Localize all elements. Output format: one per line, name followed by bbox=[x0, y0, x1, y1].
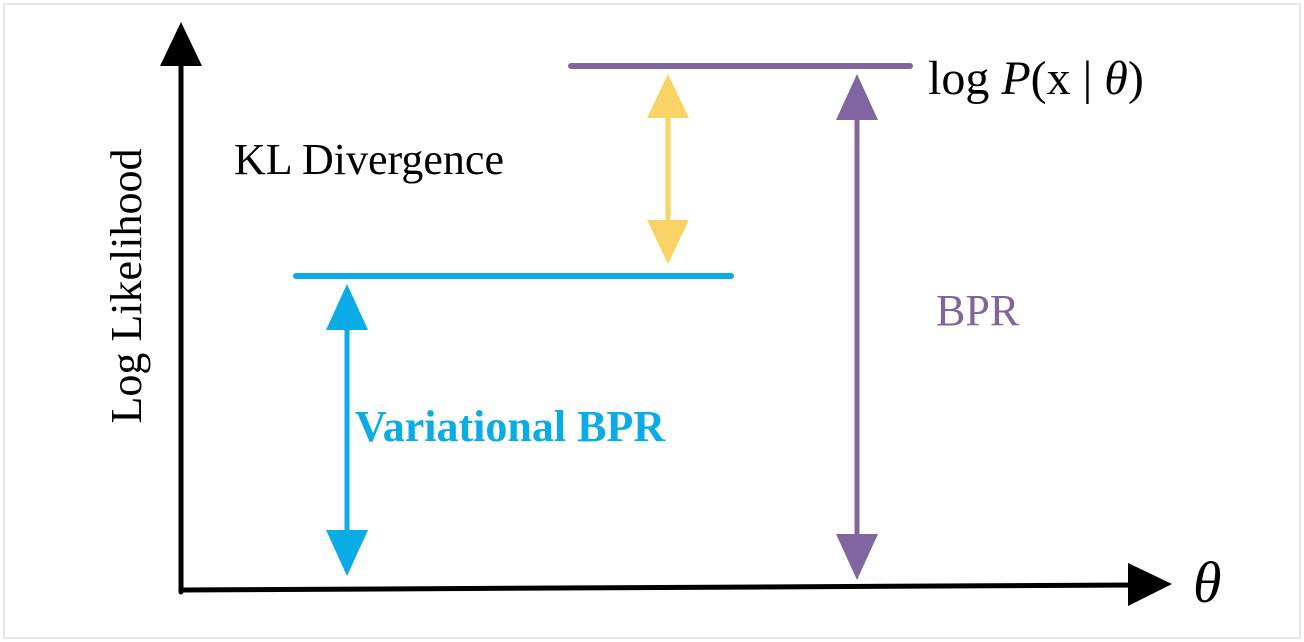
bpr-arrow-head-down bbox=[836, 534, 878, 580]
axes bbox=[160, 22, 1172, 606]
x-axis-label: θ bbox=[1193, 550, 1222, 615]
x-axis-line bbox=[178, 582, 1138, 593]
variational-arrow-head-down bbox=[326, 530, 368, 576]
formula-open-paren: ( bbox=[1031, 52, 1047, 105]
log-likelihood-formula: log P(x | θ) bbox=[928, 52, 1144, 105]
formula-p: P bbox=[1000, 52, 1030, 105]
bpr-arrow-head-up bbox=[836, 74, 878, 120]
kl-divergence-label: KL Divergence bbox=[234, 135, 504, 184]
bpr-arrow bbox=[836, 74, 878, 580]
formula-close-paren: ) bbox=[1128, 52, 1144, 105]
kl-arrow-head-down bbox=[647, 220, 689, 264]
variational-bpr-arrow bbox=[326, 284, 368, 576]
formula-bar: | bbox=[1071, 52, 1105, 105]
y-axis-label: Log Likelihood bbox=[102, 149, 151, 424]
image-border bbox=[3, 3, 1301, 639]
x-axis-arrowhead bbox=[1128, 563, 1172, 606]
bpr-label: BPR bbox=[936, 286, 1020, 335]
kl-divergence-arrow bbox=[647, 74, 689, 264]
kl-arrow-head-up bbox=[647, 74, 689, 118]
y-axis-arrowhead bbox=[160, 22, 202, 66]
variational-bpr-label: Variational BPR bbox=[355, 402, 666, 451]
formula-theta: θ bbox=[1104, 52, 1128, 105]
variational-arrow-head-up bbox=[326, 284, 368, 330]
formula-log: log bbox=[928, 52, 1001, 105]
formula-x: x bbox=[1047, 52, 1071, 105]
